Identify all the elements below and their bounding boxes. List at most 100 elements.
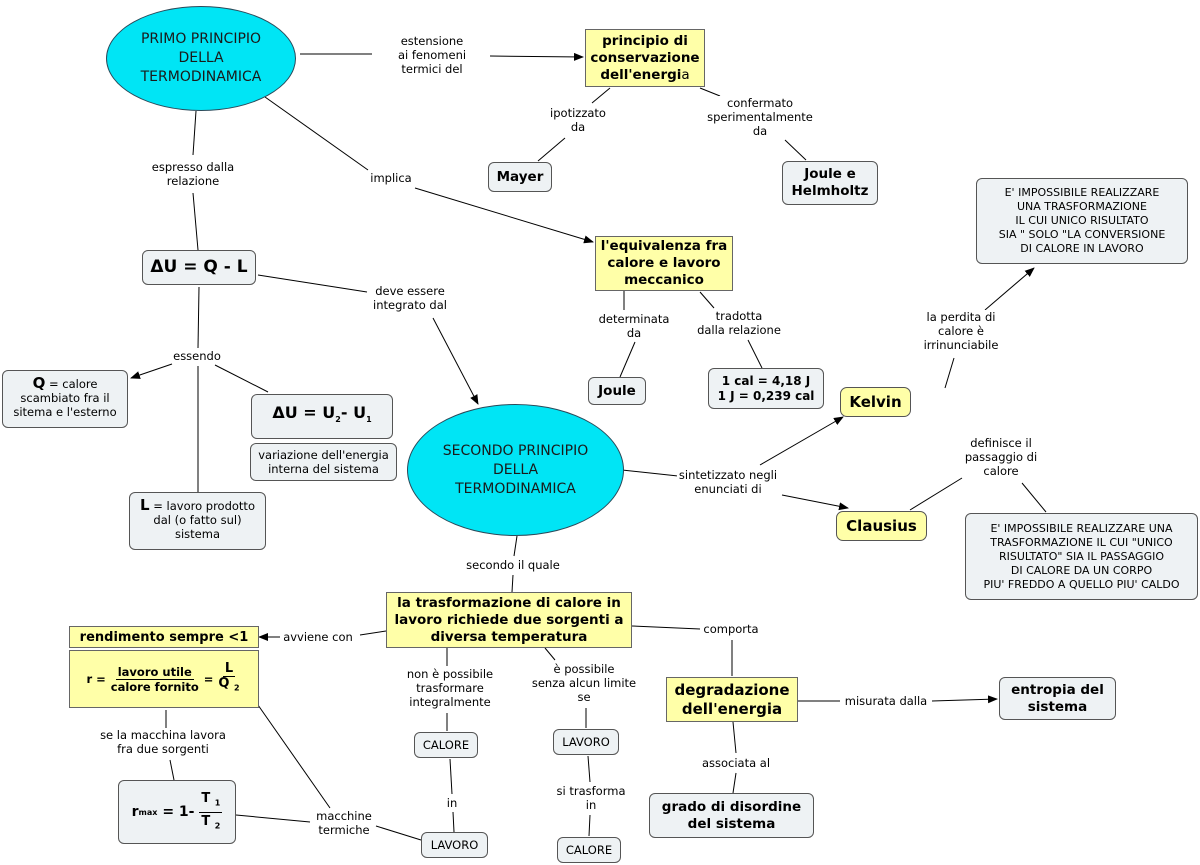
- rmax-eq: = 1-: [157, 803, 200, 820]
- formula-fraction-words: lavoro utile calore fornito: [109, 665, 201, 694]
- node-kelvin-enunciato[interactable]: E' IMPOSSIBILE REALIZZARE UNA TRASFORMAZ…: [976, 178, 1188, 264]
- link-trasformazione-avviene: [359, 630, 387, 636]
- node-clausius-enunciato[interactable]: E' IMPOSSIBILE REALIZZARE UNA TRASFORMAZ…: [965, 513, 1198, 600]
- formula-denominator-q: Q 2: [216, 677, 241, 696]
- link-primo-implica: [264, 96, 369, 171]
- du-sub-2: 2: [335, 415, 341, 425]
- link-semacchina-rmax: [169, 759, 175, 781]
- link-tradotta-cal: [747, 339, 763, 369]
- link-calore1-in: [449, 758, 453, 795]
- q-description: = calore scambiato fra il sitema e l'est…: [13, 377, 117, 419]
- node-calore-2[interactable]: CALORE: [557, 837, 621, 863]
- link-implica-equivalenza: [414, 187, 594, 244]
- formula-denominator-words: calore fornito: [110, 679, 199, 694]
- link-secondo-sintetizzato: [621, 469, 679, 477]
- link-secondo-quale: [513, 535, 518, 557]
- q-symbol: Q: [32, 374, 46, 392]
- link-determinata-joule: [619, 341, 636, 378]
- node-joule-helmholtz[interactable]: Joule e Helmholtz: [782, 161, 878, 205]
- label-comporta: comporta: [701, 622, 761, 636]
- label-sintetizzato: sintetizzato negli enunciati di: [676, 468, 780, 496]
- link-estensione-principio: [489, 52, 584, 61]
- formula-equals: =: [203, 671, 214, 686]
- label-avviene-con: avviene con: [281, 630, 355, 644]
- link-deltau-deve: [257, 274, 368, 293]
- link-clausius-definisce: [909, 477, 963, 511]
- formula-r-lhs: r =: [86, 671, 106, 686]
- node-degradazione[interactable]: degradazione dell'energia: [666, 677, 798, 722]
- rmax-t2: T: [201, 813, 211, 829]
- du-sub-1: 1: [366, 415, 372, 425]
- node-variazione-energia[interactable]: variazione dell'energia interna del sist…: [250, 443, 397, 481]
- principio-conservazione-label: principio di conservazione dell'energi: [590, 32, 700, 83]
- formula-numerator-l: L: [222, 661, 236, 678]
- link-sintetizzato-clausius: [781, 494, 849, 511]
- label-essendo: essendo: [171, 349, 223, 363]
- link-deltau-essendo: [197, 286, 200, 349]
- label-perdita: la perdita di calore è irrinunciabile: [921, 310, 1001, 352]
- label-non-possibile: non è possibile trasformare integralment…: [404, 667, 496, 709]
- node-du-u2-u1[interactable]: ΔU = U2- U1: [251, 394, 393, 439]
- rmax-denominator: T 2: [199, 813, 222, 835]
- label-confermato: confermato sperimentalmente da: [705, 96, 815, 138]
- node-equivalenza[interactable]: l'equivalenza fra calore e lavoro meccan…: [595, 236, 733, 291]
- node-clausius[interactable]: Clausius: [836, 511, 927, 541]
- node-calore-1[interactable]: CALORE: [414, 732, 478, 758]
- link-trasformazione-possibile: [544, 647, 556, 661]
- link-in-lavoro2: [452, 811, 455, 833]
- link-lavoro1-sitrasforma: [587, 755, 591, 783]
- link-principio-ipotizzato: [591, 87, 611, 104]
- node-cal-conversion[interactable]: 1 cal = 4,18 J 1 J = 0,239 cal: [708, 368, 824, 409]
- node-grado-disordine[interactable]: grado di disordine del sistema: [649, 793, 814, 838]
- link-ipotizzato-mayer: [537, 137, 566, 162]
- label-associata: associata al: [699, 756, 773, 770]
- node-delta-u[interactable]: ΔU = Q - L: [142, 250, 256, 285]
- rmax-numerator: T 1: [199, 790, 223, 813]
- label-espresso: espresso dalla relazione: [149, 160, 237, 188]
- label-macchine-termiche: macchine termiche: [314, 809, 374, 837]
- label-estensione: estensione ai fenomeni termici del: [395, 34, 469, 76]
- link-essendo-q: [130, 363, 173, 379]
- link-rmax-macchine: [235, 814, 311, 823]
- node-entropia[interactable]: entropia del sistema: [999, 677, 1116, 720]
- rmax-r: r: [131, 803, 139, 820]
- node-l-lavoro[interactable]: L = lavoro prodotto dal (o fatto sul) si…: [129, 492, 266, 550]
- label-deve-essere: deve essere integrato dal: [371, 284, 449, 312]
- cal-line-2: 1 J = 0,239 cal: [717, 388, 815, 403]
- rmax-t1-sub: 1: [214, 798, 221, 808]
- link-essendo-duu: [214, 364, 269, 393]
- formula-q-sub: 2: [233, 683, 240, 693]
- node-joule[interactable]: Joule: [588, 377, 646, 405]
- rmax-sub: max: [138, 807, 158, 817]
- rmax-t2-sub: 2: [214, 821, 221, 831]
- link-definisce-stmt: [1021, 482, 1047, 513]
- link-deve-secondo: [432, 317, 479, 405]
- node-secondo-principio[interactable]: SECONDO PRINCIPIO DELLA TERMODINAMICA: [407, 404, 624, 536]
- link-principio-confermato: [699, 87, 721, 97]
- node-principio-conservazione[interactable]: principio di conservazione dell'energia: [585, 29, 705, 87]
- node-rendimento[interactable]: rendimento sempre <1: [69, 626, 259, 648]
- rmax-t1: T: [201, 790, 211, 806]
- node-kelvin[interactable]: Kelvin: [840, 387, 911, 417]
- link-formula-macchine: [257, 704, 331, 809]
- node-lavoro-1[interactable]: LAVORO: [553, 729, 619, 755]
- link-sitrasforma-calore2: [588, 814, 591, 837]
- link-macchine-lavoro2: [375, 825, 422, 841]
- node-primo-principio[interactable]: PRIMO PRINCIPIO DELLA TERMODINAMICA: [106, 6, 296, 111]
- label-implica: implica: [368, 171, 414, 185]
- du-prefix: ΔU = U: [272, 403, 336, 423]
- node-q-calore[interactable]: Q = calore scambiato fra il sitema e l'e…: [2, 370, 128, 428]
- label-possibile: è possibile senza alcun limite se: [529, 662, 639, 704]
- link-espresso-deltau: [192, 192, 199, 251]
- node-formula-rendimento[interactable]: r = lavoro utile calore fornito = L Q 2: [69, 650, 259, 708]
- node-lavoro-2[interactable]: LAVORO: [421, 832, 488, 858]
- label-misurata: misurata dalla: [842, 694, 930, 708]
- node-mayer[interactable]: Mayer: [488, 162, 552, 192]
- l-description: = lavoro prodotto dal (o fatto sul) sist…: [149, 499, 255, 541]
- label-in: in: [444, 796, 460, 810]
- formula-numerator-words: lavoro utile: [115, 664, 194, 680]
- node-trasformazione[interactable]: la trasformazione di calore in lavoro ri…: [386, 592, 632, 648]
- label-secondo-il-quale: secondo il quale: [464, 558, 562, 572]
